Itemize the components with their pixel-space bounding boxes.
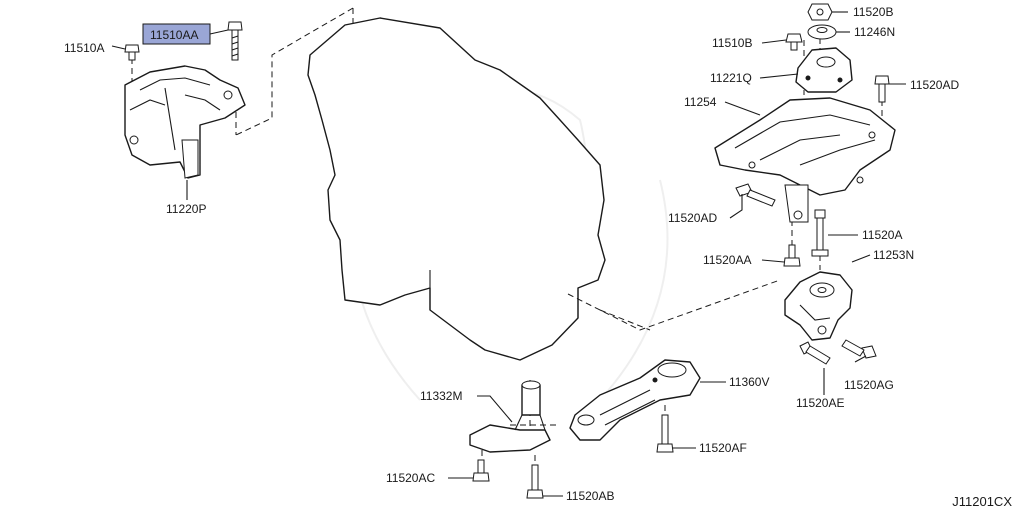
leader-lines <box>111 11 906 497</box>
part-labels: 11510AA 11510A 11220P 11520B 11246N 1151… <box>64 5 1012 509</box>
insulator-11221Q <box>795 47 853 93</box>
bolt-11520AE <box>799 341 831 365</box>
bolt-11510B <box>785 33 803 51</box>
bolt-11520AG <box>841 339 877 359</box>
label-11510B[interactable]: 11510B <box>712 36 752 50</box>
bolt-11520AD-top <box>874 75 890 103</box>
label-11520AB[interactable]: 11520AB <box>566 489 615 503</box>
washer-11246N <box>807 24 837 40</box>
label-11510A[interactable]: 11510A <box>64 41 104 55</box>
label-11332M[interactable]: 11332M <box>420 389 462 403</box>
bolt-11520AF <box>656 414 674 453</box>
torque-rod-11360V <box>569 359 701 441</box>
bolt-11520AB <box>526 464 544 499</box>
mount-11253N <box>784 271 853 341</box>
bolt-11510A <box>124 44 140 61</box>
label-11510AA[interactable]: 11510AA <box>150 28 199 42</box>
bolt-11510AA <box>227 21 243 61</box>
label-11520AD-top[interactable]: 11520AD <box>910 78 959 92</box>
bolt-11520AA <box>783 244 801 267</box>
label-11520A[interactable]: 11520A <box>862 228 902 242</box>
label-11520AE[interactable]: 11520AE <box>796 396 845 410</box>
diagram-ref-code: J11201CX <box>952 494 1012 509</box>
label-11520AG[interactable]: 11520AG <box>844 378 894 392</box>
bolt-11520AD-left <box>735 183 776 207</box>
highlight-box <box>142 23 211 45</box>
left-engine-mount <box>124 65 246 179</box>
label-11360V[interactable]: 11360V <box>729 375 769 389</box>
label-11254[interactable]: 11254 <box>684 95 717 109</box>
stud-11520A <box>811 209 829 257</box>
label-11520B[interactable]: 11520B <box>853 5 893 19</box>
label-11520AA[interactable]: 11520AA <box>703 253 752 267</box>
label-11520AD-left[interactable]: 11520AD <box>668 211 717 225</box>
label-11520AF[interactable]: 11520AF <box>699 441 747 455</box>
label-11220P[interactable]: 11220P <box>166 202 206 216</box>
label-11253N[interactable]: 11253N <box>873 248 914 262</box>
top-nut-11520B <box>807 3 833 21</box>
bracket-11254 <box>714 97 896 223</box>
label-11520AC[interactable]: 11520AC <box>386 471 435 485</box>
label-11246N[interactable]: 11246N <box>854 25 895 39</box>
bolt-11520AC <box>472 459 490 482</box>
label-11221Q[interactable]: 11221Q <box>710 71 752 85</box>
bracket-11332M <box>469 380 551 453</box>
engine-outline <box>307 17 606 361</box>
